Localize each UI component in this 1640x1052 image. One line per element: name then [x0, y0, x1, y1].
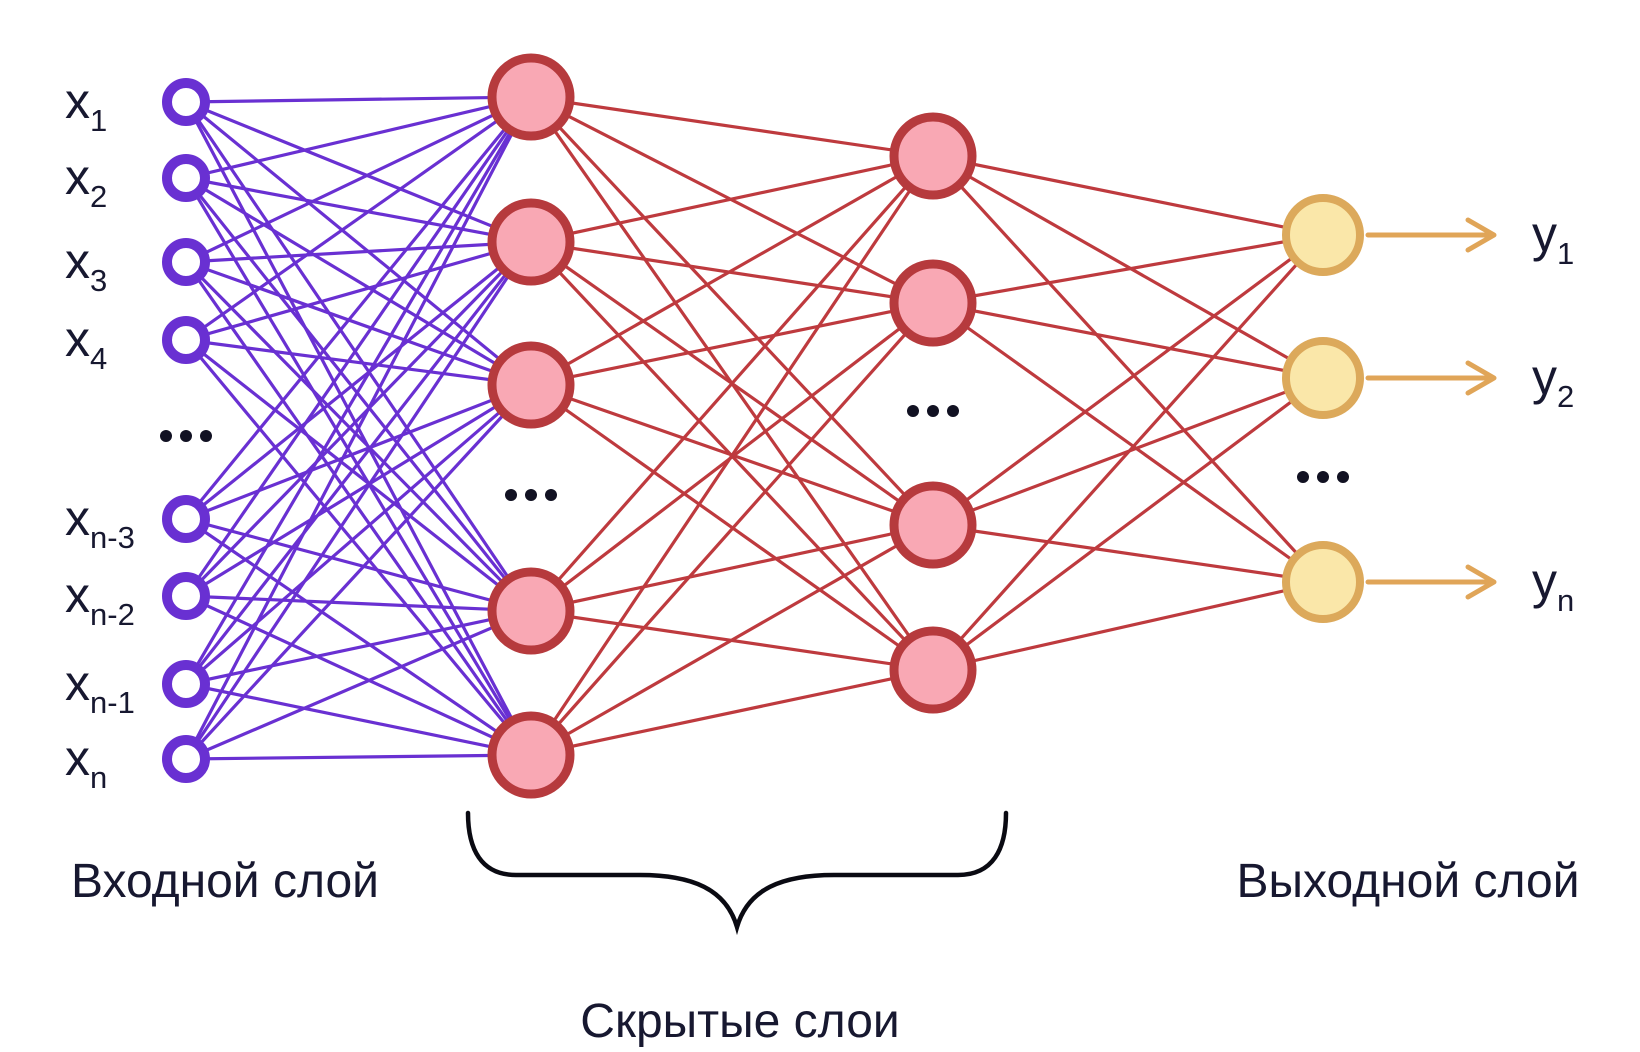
output-layer-node-1: [1282, 194, 1364, 276]
hidden-layer-1-nodes: [487, 53, 575, 799]
hidden-layer-2-node-4: [889, 626, 977, 714]
input-layer-caption: Входной слой: [71, 855, 379, 908]
edges-input-layer-to-hidden-layer-1: [184, 95, 533, 761]
output-layer-node-3: [1282, 541, 1364, 623]
hidden-layers-brace: [465, 810, 1009, 936]
arrowhead-icon: [1465, 217, 1497, 253]
input-layer-node-2: [162, 154, 210, 202]
hidden-layer-1-node-4: [487, 567, 575, 655]
input-layer-node-1: [162, 78, 210, 126]
input-layer-label-1: x1: [65, 73, 107, 138]
output-arrow-1: [1365, 217, 1497, 253]
output-arrow-3: [1365, 564, 1497, 600]
hidden-layer-2-node-3: [889, 481, 977, 569]
output-arrows: [1365, 217, 1497, 600]
hidden-layer-1-node-2: [487, 198, 575, 286]
input-layer-label-8: xn: [65, 730, 107, 795]
hidden-layer-2-nodes: [889, 112, 977, 714]
input-layer-node-8: [162, 735, 210, 783]
hidden-layer-1-node-1: [487, 53, 575, 141]
input-layer-label-7: xn-1: [65, 655, 135, 720]
output-layer-label-1: y1: [1532, 206, 1574, 271]
input-layer-node-6: [162, 572, 210, 620]
input-layer-node-5: [162, 495, 210, 543]
arrowhead-icon: [1465, 360, 1497, 396]
input-layer-nodes: [162, 78, 210, 783]
input-layer-node-3: [162, 238, 210, 286]
output-layer-label-2: y2: [1532, 349, 1574, 414]
edges-hidden-layer-1-to-hidden-layer-2: [529, 95, 935, 757]
input-layer-label-6: xn-2: [65, 567, 135, 632]
input-layer-node-4: [162, 316, 210, 364]
hidden-layer-2-node-2: [889, 259, 977, 347]
edges-hidden-layer-2-to-output-layer: [931, 154, 1325, 672]
output-layer-label-3: yn: [1532, 553, 1574, 618]
hidden-layer-2-ellipsis: [907, 405, 959, 417]
output-layer-labels: y1 y2 yn: [1532, 206, 1574, 618]
hidden-layer-2-node-1: [889, 112, 977, 200]
hidden-layer-1-node-5: [487, 711, 575, 799]
input-layer-labels: x1 x2 x3 x4 xn-3 xn-2 xn-1 xn: [65, 73, 135, 795]
hidden-layers-caption: Скрытые слои: [580, 995, 899, 1048]
hidden-layer-1-ellipsis: [505, 489, 557, 501]
output-layer-caption: Выходной слой: [1236, 855, 1579, 908]
input-layer-label-3: x3: [65, 233, 107, 298]
hidden-layer-1-node-3: [487, 341, 575, 429]
output-layer-nodes: [1282, 194, 1364, 623]
input-layer-label-4: x4: [65, 311, 107, 376]
output-arrow-2: [1365, 360, 1497, 396]
input-layer-node-7: [162, 660, 210, 708]
input-layer-label-2: x2: [65, 149, 107, 214]
input-layer-label-5: xn-3: [65, 490, 135, 555]
arrowhead-icon: [1465, 564, 1497, 600]
output-layer-node-2: [1282, 337, 1364, 419]
output-layer-ellipsis: [1297, 471, 1349, 483]
diagram-render-root: x1 x2 x3 x4 xn-3 xn-2 xn-1 xn y1 y2 yn: [65, 53, 1574, 936]
input-layer-ellipsis: [160, 430, 212, 442]
